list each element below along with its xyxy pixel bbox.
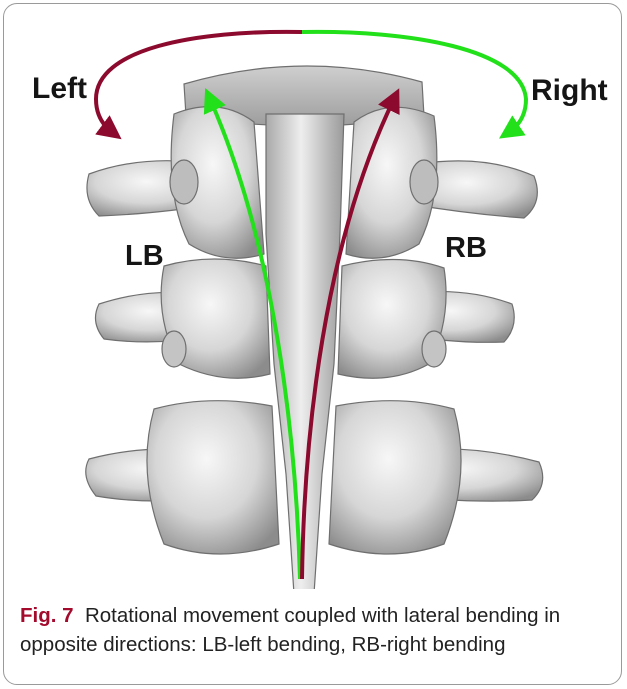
left-facet-2: [162, 331, 186, 367]
label-rb: RB: [445, 232, 487, 265]
vertebral-column: [86, 66, 543, 589]
figure-card: Left Right LB RB Fig. 7 Rotational movem…: [3, 3, 622, 685]
right-facet-1: [410, 160, 438, 204]
label-right: Right: [531, 74, 608, 108]
label-lb: LB: [125, 240, 164, 273]
spine-illustration: [4, 4, 622, 589]
figure-number: Fig. 7: [20, 604, 74, 627]
figure-caption: Fig. 7 Rotational movement coupled with …: [20, 601, 600, 659]
right-facet-2: [422, 331, 446, 367]
caption-text: Rotational movement coupled with lateral…: [20, 604, 560, 656]
left-facet-1: [170, 160, 198, 204]
label-left: Left: [32, 72, 87, 106]
